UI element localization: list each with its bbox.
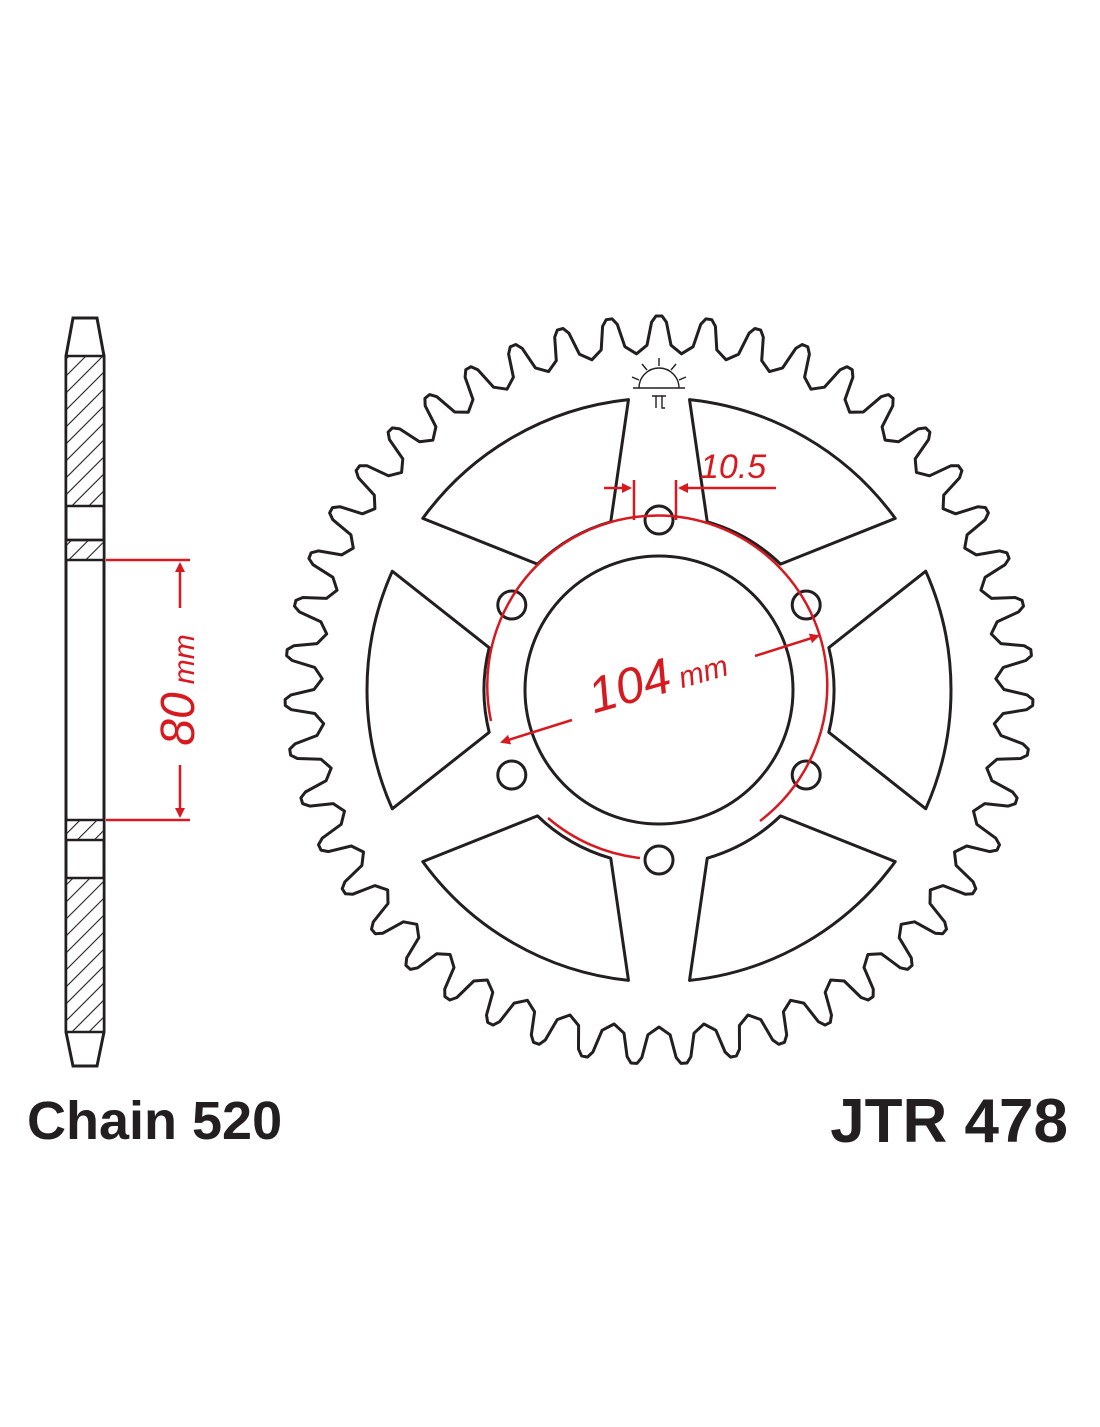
bolt-hole-dimension: 10.5	[604, 448, 776, 520]
hatch-hub-top	[64, 538, 106, 562]
side-profile-view	[64, 316, 106, 1068]
part-number-caption: JTR 478	[830, 1087, 1068, 1156]
logo-ray-3	[670, 363, 677, 371]
hub-width-value: 80	[152, 692, 205, 746]
logo-mark	[652, 395, 666, 409]
hub-width-label: 80 mm	[152, 634, 205, 745]
lightening-window	[421, 814, 630, 982]
hub-width-dimension: 80 mm	[106, 558, 205, 822]
jt-sunrise-logo-icon	[631, 358, 687, 409]
chain-caption: Chain 520	[27, 1091, 282, 1151]
bolt-hole	[643, 504, 675, 536]
logo-ray-4	[631, 376, 640, 381]
bolt-circle-label: 104mm	[582, 631, 733, 724]
logo-ray-5	[678, 376, 687, 381]
hub-width-unit: mm	[168, 634, 201, 684]
lightening-windows	[365, 398, 953, 982]
bolt-circle-dimension: 104mm	[486, 514, 829, 860]
sprocket-front-view	[283, 314, 1035, 1065]
bolt-hole-label: 10.5	[700, 448, 766, 486]
hatch-hub-bottom	[64, 818, 106, 842]
logo-sun-arc	[638, 367, 680, 389]
lightening-window	[365, 569, 491, 811]
bolt-circle-leader-left	[500, 718, 573, 745]
lightening-window	[688, 398, 897, 566]
hatch-lower	[64, 876, 106, 1034]
bolt-circle-arc-main	[486, 514, 829, 822]
bolt-holes	[496, 504, 822, 876]
bolt-hole	[643, 844, 675, 876]
bolt-hole	[790, 759, 822, 791]
bolt-circle-leader-right	[754, 633, 820, 658]
bolt-hole	[496, 759, 528, 791]
hatch-upper	[64, 354, 106, 508]
logo-ray-2	[641, 363, 648, 371]
lightening-window	[827, 569, 953, 811]
center-bore	[523, 554, 795, 826]
lightening-window	[688, 814, 897, 982]
bolt-circle-arc-bottom	[547, 817, 641, 860]
